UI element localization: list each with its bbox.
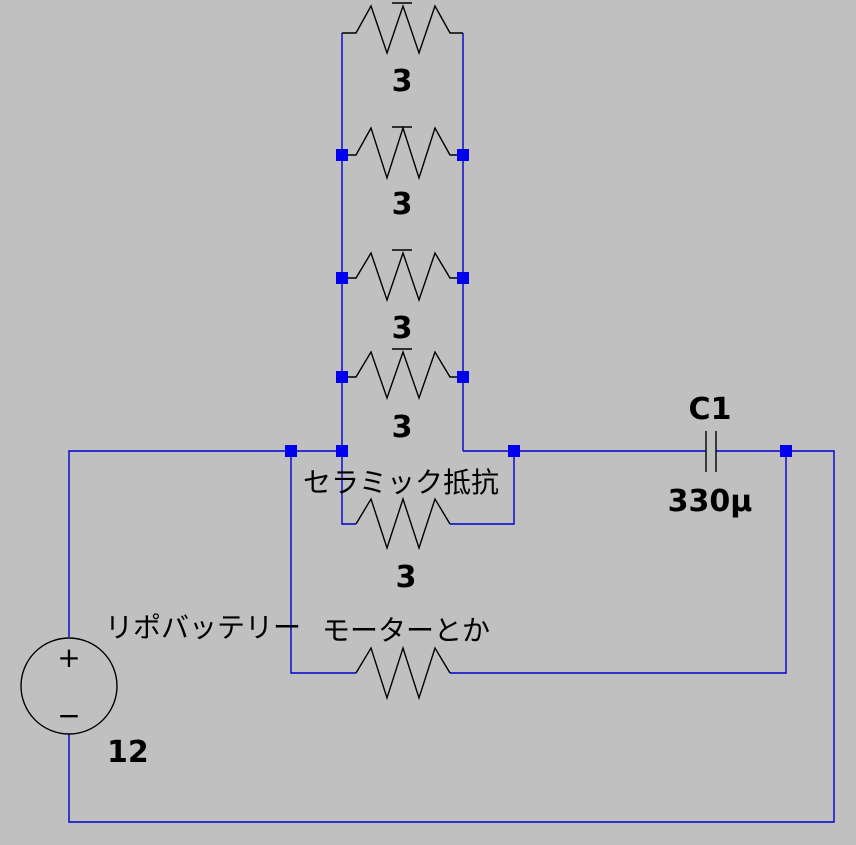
wires: [68, 33, 835, 823]
node-ceramic-right: [508, 445, 520, 457]
motor-resistor-label: モーターとか: [322, 614, 490, 647]
resistor-r4-value: 3: [392, 410, 413, 445]
resistor-r3-value: 3: [392, 311, 413, 346]
node-column-bottom: [336, 445, 348, 457]
capacitor-value: 330µ: [668, 484, 753, 519]
resistor-r3: 3: [342, 249, 463, 346]
battery-source: + − リポバッテリー 12: [20, 611, 301, 770]
motor-resistor-symbol: [355, 645, 451, 701]
node-r3-left: [336, 272, 348, 284]
motor-left-wire: [290, 451, 356, 674]
node-top-left: [285, 445, 297, 457]
capacitor-c1: C1 330µ: [668, 392, 753, 519]
battery-plus-sign: +: [57, 641, 80, 674]
node-r4-right: [457, 371, 469, 383]
resistor-r1-symbol: [342, 3, 463, 56]
resistor-r4: 3: [342, 348, 463, 445]
node-r4-left: [336, 371, 348, 383]
ceramic-resistor: セラミック抵抗 3: [303, 466, 499, 595]
resistor-r2-symbol: [342, 125, 463, 181]
node-r3-right: [457, 272, 469, 284]
capacitor-right-wire: [68, 450, 835, 823]
battery-positive-wire: [68, 450, 342, 637]
resistor-r1: 3: [342, 2, 463, 99]
ceramic-resistor-label: セラミック抵抗: [303, 466, 499, 499]
resistor-r1-value: 3: [392, 64, 413, 99]
ceramic-resistor-symbol: [355, 496, 451, 551]
resistor-r3-symbol: [342, 250, 463, 303]
junction-nodes: [285, 149, 792, 457]
resistor-column: 3 3 3 3: [342, 2, 463, 445]
motor-resistor: モーターとか: [322, 614, 490, 701]
resistor-r4-symbol: [342, 349, 463, 401]
ceramic-resistor-value: 3: [396, 560, 417, 595]
resistor-r2-value: 3: [392, 187, 413, 222]
ceramic-right-wire: [450, 451, 515, 525]
capacitor-label: C1: [689, 392, 732, 427]
battery-circle: [20, 637, 118, 735]
battery-label: リポバッテリー: [105, 611, 301, 644]
node-r2-left: [336, 149, 348, 161]
left-rail-wire: [341, 33, 356, 525]
motor-right-wire: [450, 451, 787, 674]
battery-minus-sign: −: [57, 699, 80, 732]
node-capacitor-right: [780, 445, 792, 457]
battery-value: 12: [107, 735, 149, 770]
node-r2-right: [457, 149, 469, 161]
resistor-r2: 3: [342, 125, 463, 222]
